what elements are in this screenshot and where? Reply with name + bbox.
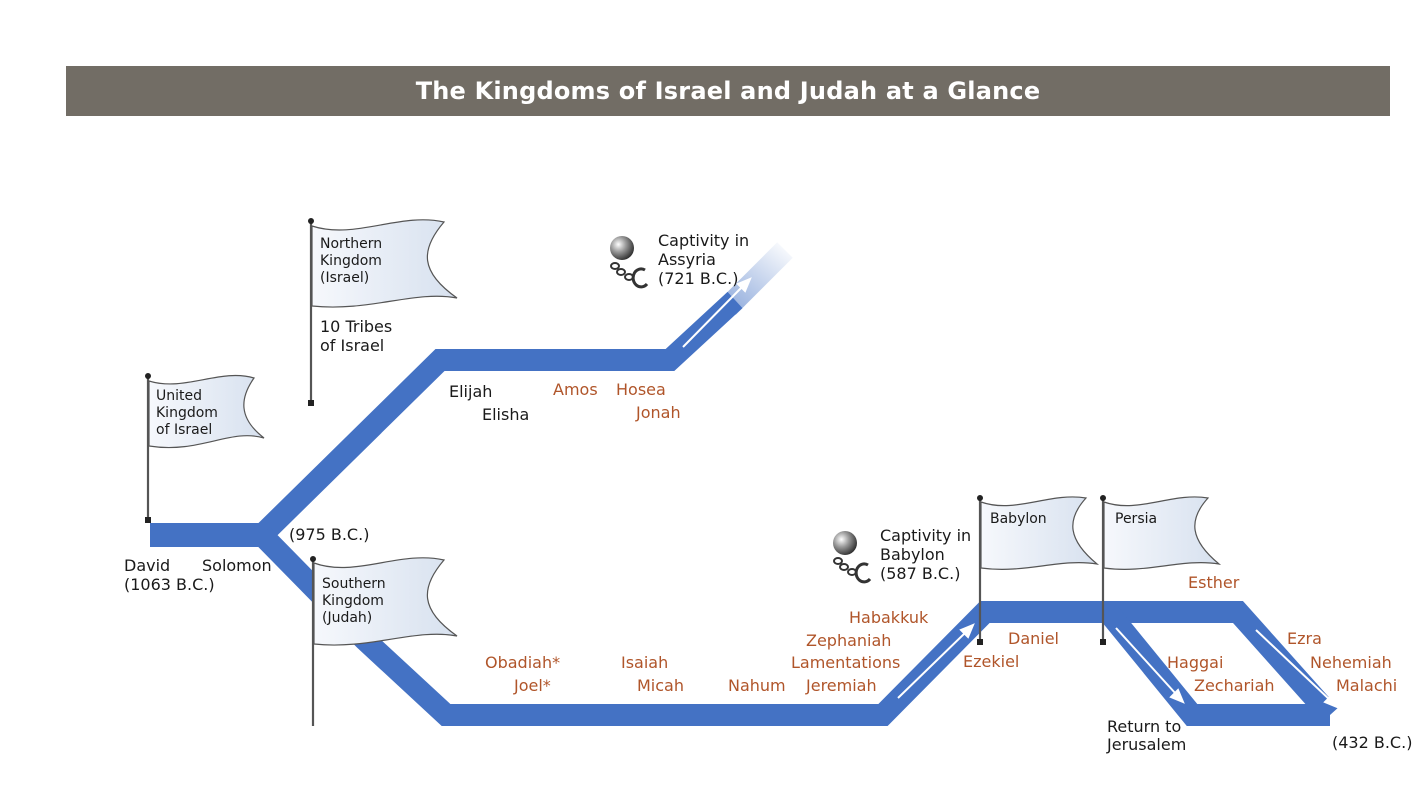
label-split-date: (975 B.C.) [289, 525, 369, 544]
label-david: David [124, 556, 170, 575]
flag-northern-line-1: Northern [320, 236, 382, 252]
prophet-zephaniah: Zephaniah [806, 631, 891, 650]
prophet-ezra: Ezra [1287, 629, 1322, 648]
prophet-nahum: Nahum [728, 676, 786, 695]
event-labels: David (1063 B.C.) Solomon (975 B.C.) 10 … [124, 231, 1412, 754]
label-david-date: (1063 B.C.) [124, 575, 215, 594]
flag-southern-line-2: Kingdom [322, 593, 384, 609]
label-captivity-babylon-line-1: Captivity in [880, 526, 971, 545]
flag-persia: Persia [1100, 495, 1222, 645]
flag-united-line-1: United [156, 388, 202, 404]
prophet-jeremiah: Jeremiah [805, 676, 877, 695]
ball-and-chain-icon [610, 236, 649, 289]
title-banner: The Kingdoms of Israel and Judah at a Gl… [66, 66, 1390, 116]
prophet-amos: Amos [553, 380, 598, 399]
prophet-nehemiah: Nehemiah [1310, 653, 1392, 672]
label-captivity-assyria-line-3: (721 B.C.) [658, 269, 738, 288]
ball-and-chain-icon [833, 531, 872, 584]
label-captivity-babylon: Captivity in Babylon (587 B.C.) [880, 526, 976, 583]
prophet-malachi: Malachi [1336, 676, 1397, 695]
flag-northern-line-2: Kingdom [320, 253, 382, 269]
prophet-ezekiel: Ezekiel [963, 652, 1019, 671]
label-ten-tribes: 10 Tribes of Israel [320, 317, 397, 355]
track-return [1099, 605, 1330, 726]
prophet-lamentations: Lamentations [791, 653, 900, 672]
track-northern-fade [720, 242, 793, 315]
label-end-date: (432 B.C.) [1332, 733, 1412, 752]
label-captivity-assyria: Captivity in Assyria (721 B.C.) [658, 231, 754, 288]
label-captivity-assyria-line-1: Captivity in [658, 231, 749, 250]
prophet-joel: Joel* [513, 676, 551, 695]
flag-united-line-2: Kingdom [156, 405, 218, 421]
flag-babylon-label: Babylon [990, 511, 1047, 527]
label-solomon: Solomon [202, 556, 272, 575]
flag-persia-label: Persia [1115, 511, 1157, 527]
flag-northern-line-3: (Israel) [320, 270, 369, 286]
prophet-labels: Amos Hosea Jonah Obadiah* Joel* Isaiah M… [485, 380, 1397, 695]
label-ten-tribes-line-1: 10 Tribes [320, 317, 392, 336]
prophet-daniel: Daniel [1008, 629, 1059, 648]
page-title: The Kingdoms of Israel and Judah at a Gl… [415, 77, 1041, 105]
flag-northern-label: Northern Kingdom (Israel) [320, 236, 387, 286]
label-return-line-1: Return to [1107, 717, 1181, 736]
flag-northern-kingdom: Northern Kingdom (Israel) [308, 218, 458, 406]
prophet-micah: Micah [637, 676, 684, 695]
flag-southern-line-3: (Judah) [322, 610, 372, 626]
prophet-esther: Esther [1188, 573, 1240, 592]
flag-southern-line-1: Southern [322, 576, 386, 592]
prophet-hosea: Hosea [616, 380, 666, 399]
label-return: Return to Jerusalem [1106, 717, 1186, 754]
flag-babylon: Babylon [977, 495, 1100, 645]
prophet-isaiah: Isaiah [621, 653, 668, 672]
label-captivity-babylon-line-3: (587 B.C.) [880, 564, 960, 583]
prophet-haggai: Haggai [1167, 653, 1223, 672]
prophet-obadiah: Obadiah* [485, 653, 560, 672]
label-ten-tribes-line-2: of Israel [320, 336, 384, 355]
prophet-jonah: Jonah [635, 403, 681, 422]
prophet-habakkuk: Habakkuk [849, 608, 929, 627]
flag-southern-kingdom: Southern Kingdom (Judah) [310, 556, 458, 726]
flag-southern-label: Southern Kingdom (Judah) [322, 576, 390, 626]
label-captivity-assyria-line-2: Assyria [658, 250, 716, 269]
timeline-track [70, 242, 1405, 726]
label-return-line-2: Jerusalem [1106, 735, 1186, 754]
flag-united-line-3: of Israel [156, 422, 212, 438]
prophet-zechariah: Zechariah [1194, 676, 1275, 695]
label-elisha: Elisha [482, 405, 529, 424]
flag-united-label: United Kingdom of Israel [156, 388, 222, 438]
direction-arrows [682, 277, 1339, 709]
label-captivity-babylon-line-2: Babylon [880, 545, 945, 564]
label-elijah: Elijah [449, 382, 492, 401]
track-northern [254, 291, 743, 543]
flag-united-kingdom: United Kingdom of Israel [145, 373, 265, 523]
